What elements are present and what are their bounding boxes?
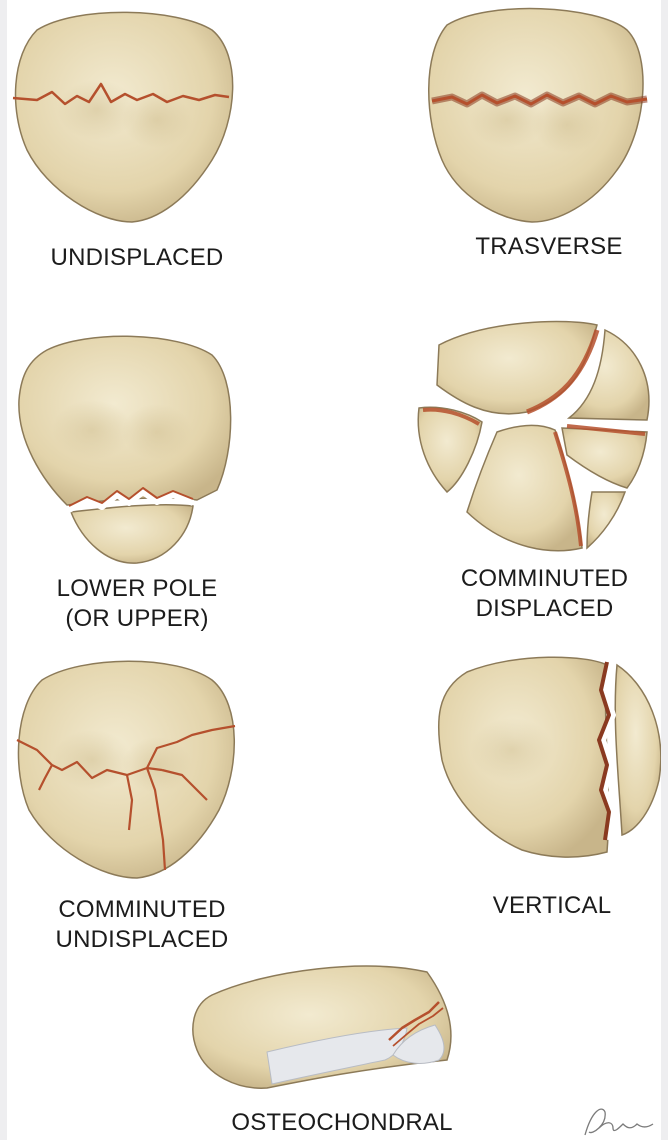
figure-canvas [12, 7, 661, 1136]
fracture-line [388, 1001, 440, 1041]
patella-comminuted-displaced [417, 320, 650, 552]
label-comminuted-displaced: COMMINUTED DISPLACED [460, 565, 629, 622]
label-vertical: VERTICAL [492, 892, 612, 919]
fracture-line-edge [597, 661, 611, 841]
fracture-line [67, 489, 195, 513]
label-lower-pole: LOWER POLE (OR UPPER) [56, 575, 218, 632]
label-comminuted-undisplaced: COMMINUTED UNDISPLACED [55, 896, 229, 953]
label-undisplaced: UNDISPLACED [50, 244, 224, 271]
patella-vertical [437, 656, 661, 858]
fracture-line [12, 82, 230, 106]
fracture-line [392, 1007, 444, 1047]
label-transverse: TRASVERSE [475, 233, 623, 260]
fracture-line-edge [68, 487, 194, 507]
fracture-line-edge [431, 93, 648, 106]
label-osteochondral: OSTEOCHONDRAL [231, 1109, 453, 1136]
patella-osteochondral [192, 965, 452, 1089]
patella-transverse [428, 7, 648, 223]
patella-comminuted-undisplaced [16, 660, 236, 879]
patella-lower-pole [18, 335, 232, 564]
fracture-line [600, 661, 616, 841]
fracture-lines [16, 724, 236, 871]
artist-signature [584, 1108, 654, 1136]
patella-undisplaced [12, 11, 234, 223]
